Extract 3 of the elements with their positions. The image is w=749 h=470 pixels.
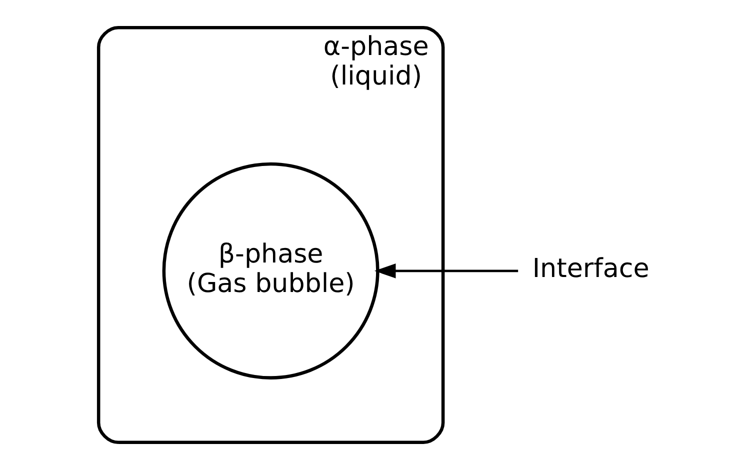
- arrow: [374, 263, 518, 278]
- node-text: Interface: [532, 254, 650, 284]
- node-circle: β-phase (Gas bubble): [162, 162, 380, 380]
